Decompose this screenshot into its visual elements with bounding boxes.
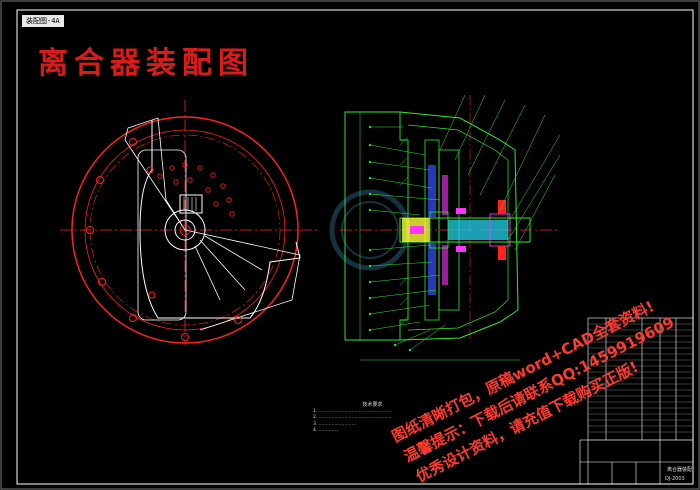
parts-list-rows — [588, 323, 693, 441]
section-view — [340, 94, 561, 361]
title-block-number: DJ-2003 — [665, 476, 685, 482]
technical-notes: 技术要求 1. ................................… — [313, 402, 392, 435]
spring-pack — [179, 194, 203, 214]
top-leaders — [439, 94, 561, 251]
sector-cut — [184, 229, 301, 331]
outer-flywheel-circle — [71, 116, 299, 344]
dimension-lines — [344, 112, 520, 361]
sheet-tag: 装配图-4A — [22, 15, 64, 27]
cover-section — [399, 111, 519, 341]
flywheel-section — [344, 111, 409, 341]
cover-cut-wedge — [124, 117, 186, 231]
end-view — [60, 100, 320, 345]
title-block — [579, 439, 694, 485]
hub-inner — [174, 219, 196, 241]
title-block-name: 离合器装配 — [667, 467, 693, 473]
tech-note-1: 1. .....................................… — [313, 408, 392, 414]
bolt-circle — [89, 134, 281, 326]
tech-note-2: 2. .....................................… — [313, 415, 392, 420]
hub-core — [179, 224, 191, 236]
input-shaft — [399, 217, 531, 243]
hub-outer — [164, 209, 206, 251]
cover-outline — [139, 120, 301, 319]
flywheel-inner-circle — [84, 129, 286, 331]
tech-note-3: 3. .......................... — [313, 421, 356, 427]
flywheel-bolts — [86, 138, 242, 341]
left-leaders — [368, 125, 446, 352]
drawing-title: 离合器装配图 — [38, 46, 254, 81]
tech-note-4: 4. .............. — [313, 428, 339, 433]
diaphragm-fingers — [194, 235, 263, 301]
tech-notes-heading: 技术要求 — [362, 402, 383, 408]
disc-rivets — [157, 162, 235, 217]
sheet-frame — [16, 9, 694, 485]
